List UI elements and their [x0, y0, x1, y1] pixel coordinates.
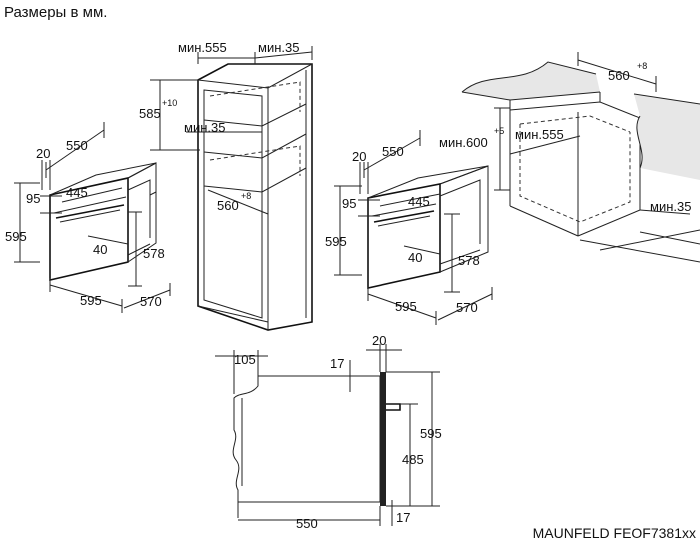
oven-right-dim-20: 20	[352, 149, 366, 164]
oven-left-dim-40: 40	[93, 242, 107, 257]
oven-left-dim-570: 570	[140, 294, 162, 309]
tall-column-dimensions	[150, 46, 313, 215]
column-min555: мин.555	[178, 40, 227, 55]
counter-niche-drawing	[461, 61, 700, 263]
side-dim-595: 595	[420, 426, 442, 441]
side-dim-17-top: 17	[330, 356, 344, 371]
counter-min35: мин.35	[650, 199, 691, 214]
oven-left-dim-95: 95	[26, 191, 40, 206]
oven-left-dim-445: 445	[66, 185, 88, 200]
oven-right-dim-40: 40	[408, 250, 422, 265]
side-dim-20: 20	[372, 333, 386, 348]
model-caption: MAUNFELD FEOF7381xx	[533, 525, 696, 541]
counter-min555: мин.555	[515, 127, 564, 142]
oven-left-dim-578: 578	[143, 246, 165, 261]
oven-left-drawing	[49, 162, 157, 282]
oven-right-dim-578: 578	[458, 253, 480, 268]
side-dim-550: 550	[296, 516, 318, 531]
column-dim-560-tolerance: +8	[241, 191, 251, 201]
counter-min600-tolerance: +5	[494, 126, 504, 136]
oven-right-drawing	[367, 165, 489, 289]
tall-column-drawing	[197, 63, 313, 331]
oven-right-dim-550: 550	[382, 144, 404, 159]
counter-dim-560: 560	[608, 68, 630, 83]
column-min35-top: мин.35	[258, 40, 299, 55]
oven-right-dim-95: 95	[342, 196, 356, 211]
side-dim-105: 105	[234, 352, 256, 367]
side-view-drawing	[232, 364, 401, 518]
oven-right-dim-570: 570	[456, 300, 478, 315]
column-dim-560: 560	[217, 198, 239, 213]
oven-right-dim-595-height: 595	[325, 234, 347, 249]
page-title: Размеры в мм.	[4, 4, 107, 21]
counter-min600: мин.600	[439, 135, 488, 150]
column-min35-mid: мин.35	[184, 120, 225, 135]
side-view-dimensions	[215, 344, 440, 526]
oven-left-dim-595-width: 595	[80, 293, 102, 308]
side-dim-17-bottom: 17	[396, 510, 410, 525]
oven-left-dim-550: 550	[66, 138, 88, 153]
oven-left-dim-20: 20	[36, 146, 50, 161]
column-dim-585: 585	[139, 106, 161, 121]
oven-left-dim-595-height: 595	[5, 229, 27, 244]
oven-left-dimensions	[14, 122, 171, 313]
oven-right-dim-595-width: 595	[395, 299, 417, 314]
side-dim-485: 485	[402, 452, 424, 467]
oven-right-dimensions	[334, 130, 493, 325]
column-dim-585-tolerance: +10	[162, 98, 177, 108]
oven-right-dim-445: 445	[408, 194, 430, 209]
counter-niche-dimensions	[494, 52, 691, 215]
counter-dim-560-tolerance: +8	[637, 61, 647, 71]
